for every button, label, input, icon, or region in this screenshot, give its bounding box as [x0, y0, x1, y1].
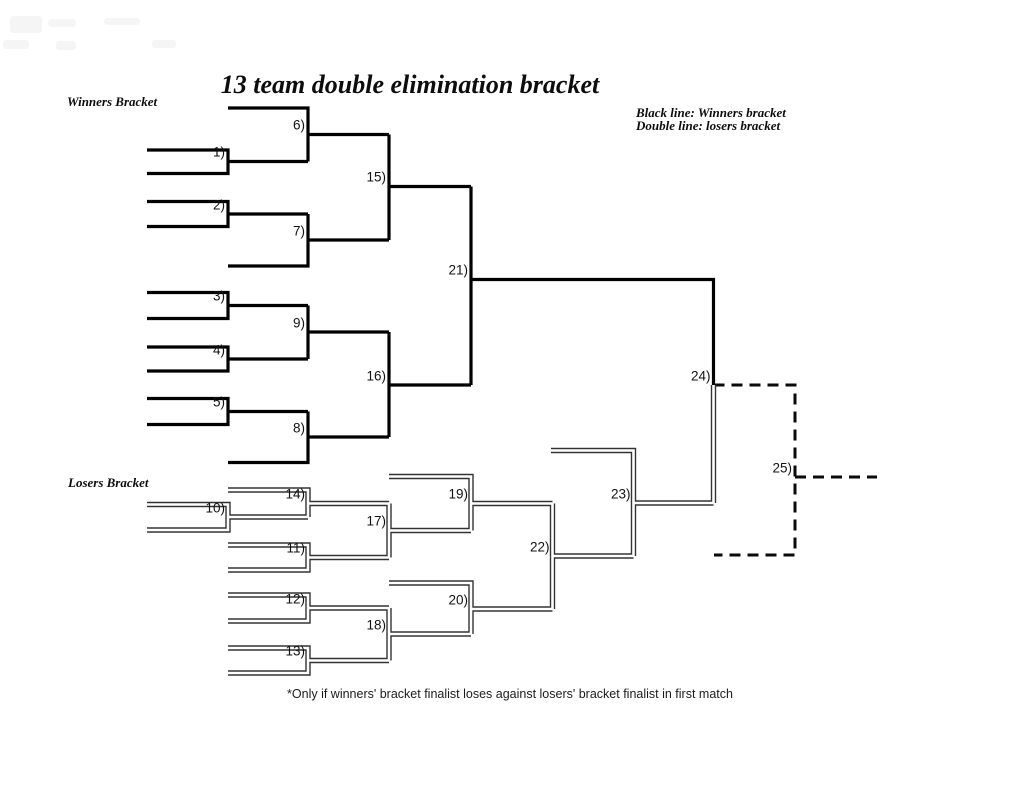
winners-bracket-label: Winners Bracket	[67, 94, 158, 109]
match-label-10: 10)	[205, 500, 225, 515]
bracket-line	[228, 488, 310, 517]
match-label-15: 15)	[366, 169, 386, 185]
bracket-line	[228, 411, 310, 465]
match-label-12: 12)	[285, 591, 305, 606]
match-label-14: 14)	[285, 486, 305, 502]
scan-smudge	[3, 40, 29, 49]
legend: Black line: Winners bracket Double line:…	[636, 106, 786, 132]
bracket-line	[551, 449, 635, 556]
match-label-20: 20)	[448, 592, 468, 607]
bracket-line	[713, 383, 797, 557]
losers-bracket-label: Losers Bracket	[68, 475, 149, 490]
bracket-line	[471, 277, 716, 385]
match-label-3: 3)	[212, 288, 225, 304]
match-label-9: 9)	[292, 315, 305, 330]
bracket-line	[389, 580, 474, 634]
scan-smudge	[48, 19, 76, 27]
match-label-18: 18)	[366, 617, 386, 632]
bracket-line	[551, 447, 637, 556]
match-label-6: 6)	[292, 117, 305, 133]
bracket-line	[389, 475, 473, 531]
match-label-4: 4)	[212, 342, 225, 357]
legend-line-winners: Black line: Winners bracket	[636, 105, 786, 120]
match-label-1: 1)	[212, 144, 225, 160]
match-label-16: 16)	[366, 368, 386, 383]
match-label-19: 19)	[448, 486, 468, 502]
match-label-23: 23)	[610, 486, 631, 501]
match-label-22: 22)	[529, 539, 550, 554]
match-label-11: 11)	[286, 540, 305, 556]
scan-smudge	[104, 18, 140, 25]
match-label-2: 2)	[212, 197, 225, 212]
bracket-line	[389, 473, 474, 531]
bracket-line	[228, 106, 310, 162]
match-label-5: 5)	[212, 394, 225, 410]
match-label-21: 21)	[448, 262, 468, 278]
bracket-line	[228, 214, 310, 268]
match-label-25: 25)	[772, 460, 792, 475]
page-title: 13 team double elimination bracket	[220, 70, 600, 99]
bracket-line	[389, 581, 473, 634]
match-label-7: 7)	[292, 223, 305, 238]
match-label-13: 13)	[285, 643, 305, 659]
legend-line-losers: Double line: losers bracket	[636, 118, 781, 133]
footnote: *Only if winners' bracket finalist loses…	[287, 687, 733, 701]
scan-smudge	[152, 40, 176, 48]
match-label-24: 24)	[690, 368, 711, 383]
scan-smudge	[56, 41, 76, 50]
match-label-8: 8)	[292, 420, 305, 435]
match-label-17: 17)	[366, 513, 386, 529]
scan-smudge	[10, 16, 42, 33]
